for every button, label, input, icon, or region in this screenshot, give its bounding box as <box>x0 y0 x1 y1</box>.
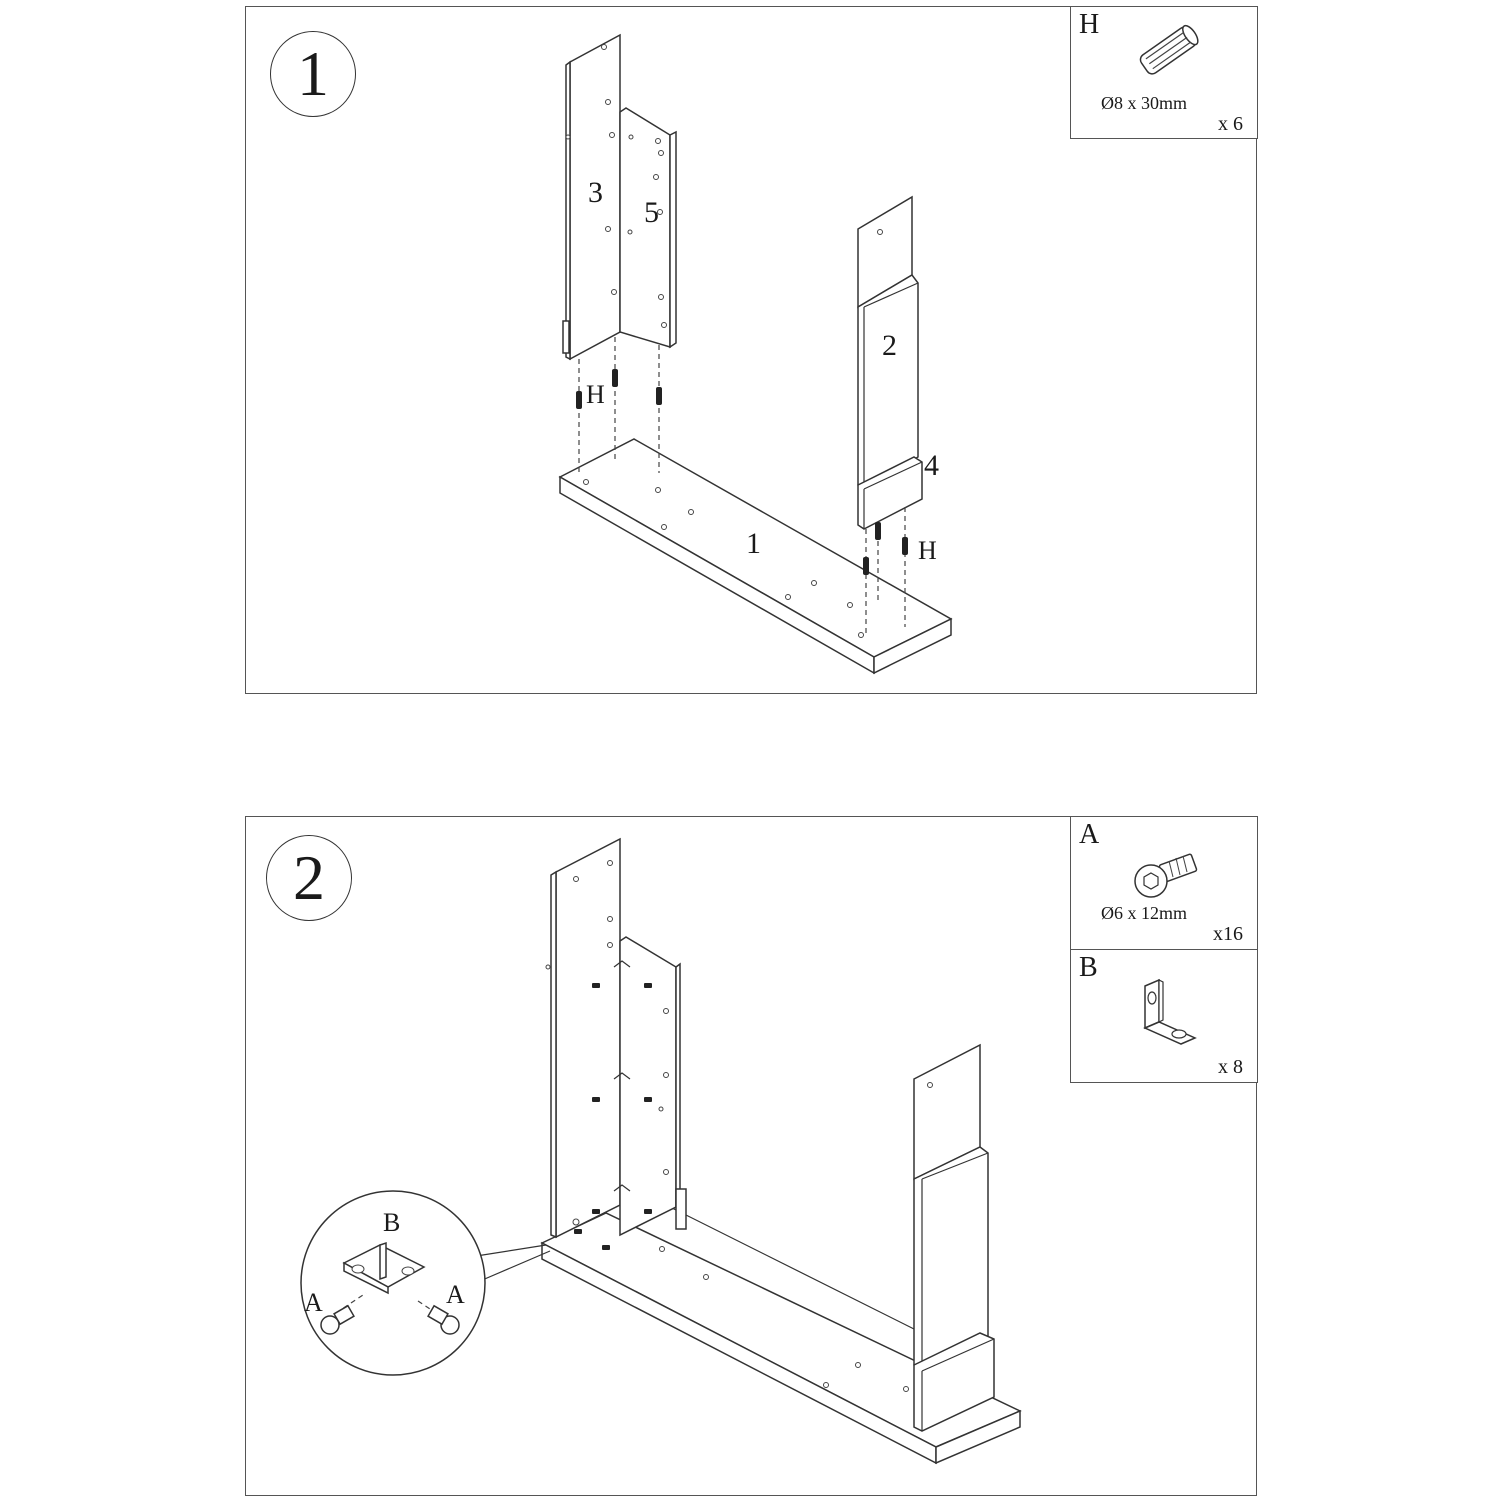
part-label-2: 2 <box>882 329 897 362</box>
step-2-panel: 2 A Ø6 x 12mm x16 B x 8 <box>245 816 1258 1496</box>
assembled-panel-3 <box>545 837 621 1239</box>
assembled-panel-5 <box>619 936 687 1237</box>
base-panel-1 <box>558 438 953 675</box>
dowel-icon <box>1139 24 1199 75</box>
hardware-h-size: Ø8 x 30mm <box>1101 93 1188 113</box>
dowel-guides-right <box>863 507 908 637</box>
detail-magnifier <box>300 1190 551 1376</box>
assembled-panel-2 <box>913 1043 995 1432</box>
detail-label-a-right: A <box>446 1280 465 1309</box>
part-label-5: 5 <box>644 196 659 229</box>
hardware-b-qty: x 8 <box>1218 1056 1243 1078</box>
step-1-panel: 1 H Ø8 x 30mm x 6 <box>245 6 1258 694</box>
back-panel-5 <box>619 107 677 349</box>
step-2-badge: 2 <box>266 835 352 921</box>
hardware-a-box: A Ø6 x 12mm x16 <box>1070 816 1258 950</box>
hardware-h-box: H Ø8 x 30mm x 6 <box>1070 6 1258 139</box>
bolt-icon <box>1134 853 1198 898</box>
angle-bracket-icon <box>1143 978 1197 1045</box>
hardware-h-letter: H <box>1079 9 1100 40</box>
detail-label-b: B <box>383 1208 400 1237</box>
step-1-badge: 1 <box>270 31 356 117</box>
hardware-b-box: B x 8 <box>1070 949 1258 1083</box>
assembled-base-panel <box>540 1204 1022 1465</box>
part-label-1: 1 <box>746 527 761 560</box>
dowel-guides-left <box>576 337 662 473</box>
part-label-3: 3 <box>588 176 603 209</box>
hardware-a-qty: x16 <box>1213 923 1243 945</box>
detail-label-a-left: A <box>304 1288 323 1317</box>
hardware-a-letter: A <box>1079 819 1100 850</box>
hardware-a-size: Ø6 x 12mm <box>1101 903 1188 923</box>
hardware-h-qty: x 6 <box>1218 113 1243 135</box>
hardware-b-letter: B <box>1079 952 1098 983</box>
plinth-panel-4 <box>857 456 923 530</box>
brackets-installed <box>572 960 652 1250</box>
callout-h-left: H <box>586 380 605 409</box>
step-1-drawing: 3 5 2 4 1 H H <box>558 33 953 675</box>
callout-h-right: H <box>918 536 937 565</box>
step-2-drawing: B A A <box>300 837 1022 1465</box>
side-panel-2 <box>857 195 919 490</box>
part-label-4: 4 <box>924 449 939 482</box>
